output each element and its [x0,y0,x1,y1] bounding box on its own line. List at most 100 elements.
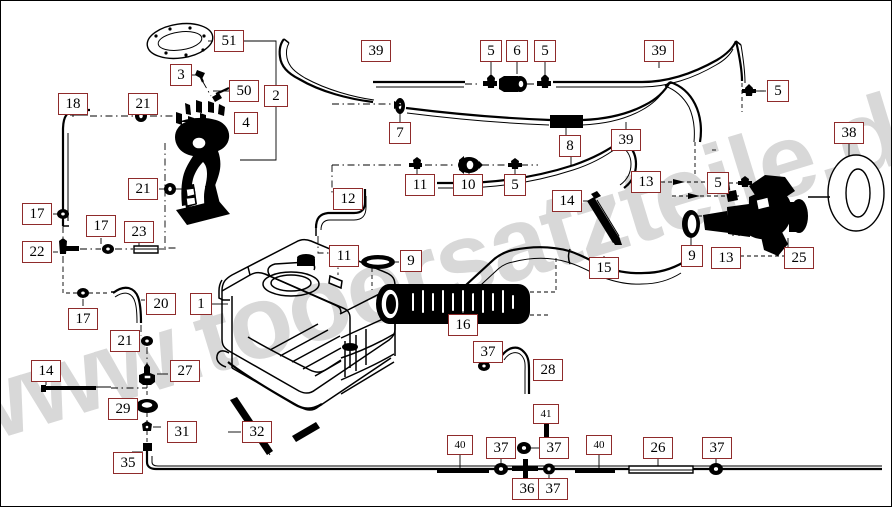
part-17-grommet-c [77,288,89,298]
callout-51[interactable]: 51 [214,30,244,52]
callout-16[interactable]: 16 [448,314,478,336]
part-27-mount [139,363,155,385]
callout-14[interactable]: 14 [552,190,582,212]
callout-21[interactable]: 21 [110,330,140,352]
callout-18[interactable]: 18 [58,93,88,115]
callout-29[interactable]: 29 [108,398,138,420]
part-6-connector [499,76,527,92]
callout-31[interactable]: 31 [167,421,197,443]
callout-37[interactable]: 37 [473,341,503,363]
part-14-bolt-right [587,191,622,245]
callout-37[interactable]: 37 [538,478,568,500]
callout-4[interactable]: 4 [234,112,258,134]
part-25-filler-neck [703,172,808,256]
part-39-hose-top [278,38,465,104]
part-21-grommet-b [164,183,176,195]
part-38-seal-ring [827,154,885,232]
callout-2[interactable]: 2 [264,85,288,107]
part-26-plate [628,465,694,474]
callout-13[interactable]: 13 [711,247,741,269]
callout-50[interactable]: 50 [229,80,259,102]
part-29-seal [136,399,158,413]
callout-40[interactable]: 40 [447,435,473,455]
callout-40[interactable]: 40 [586,435,612,455]
part-5-clip-a [483,74,497,88]
callout-12[interactable]: 12 [333,188,363,210]
callout-8[interactable]: 8 [559,135,581,157]
part-37-washer-b [494,463,508,475]
callout-11[interactable]: 11 [329,245,359,267]
callout-17[interactable]: 17 [22,203,52,225]
part-37-washer-d [709,463,723,475]
callout-23[interactable]: 23 [124,221,154,243]
callout-13[interactable]: 13 [631,171,661,193]
callout-22[interactable]: 22 [22,241,52,263]
part-14-bolt-left [41,385,111,392]
callout-28[interactable]: 28 [533,359,563,381]
callout-21[interactable]: 21 [128,178,158,200]
part-37-washer-a [478,361,490,371]
fuel-line-assembly-upper-mid [331,164,538,196]
callout-37[interactable]: 37 [486,437,516,459]
callout-5[interactable]: 5 [767,80,789,102]
callout-9[interactable]: 9 [400,250,422,272]
callout-35[interactable]: 35 [113,452,143,474]
callout-15[interactable]: 15 [589,257,619,279]
part-16-corrugated-hose [376,284,530,324]
part-18-hose [61,108,90,227]
part-35-fitting [143,443,882,471]
callout-11[interactable]: 11 [405,174,435,196]
callout-5[interactable]: 5 [534,40,556,62]
part-36-fastener [512,459,538,478]
callout-5[interactable]: 5 [480,40,502,62]
part-40-shaft-left [437,469,489,473]
part-5-clip-b [537,74,551,88]
callout-39[interactable]: 39 [361,40,391,62]
callout-32[interactable]: 32 [242,421,272,443]
part-5-clip-c [742,84,756,96]
part-9-oring-b [682,210,700,238]
callout-17[interactable]: 17 [86,215,116,237]
part-8-hose-assembly [405,80,703,143]
callout-3[interactable]: 3 [170,64,192,86]
callout-36[interactable]: 36 [512,478,542,500]
part-11-clip-b [409,157,422,169]
callout-21[interactable]: 21 [128,93,158,115]
part-21-grommet-c [141,336,153,346]
callout-20[interactable]: 20 [146,293,176,315]
part-23-pipe [133,245,159,254]
callout-37[interactable]: 37 [539,437,569,459]
part-3-clip [195,70,230,102]
callout-41[interactable]: 41 [533,404,559,424]
callout-10[interactable]: 10 [453,174,483,196]
part-37-washer-c [517,442,531,454]
part-31-nut [142,421,152,431]
callout-6[interactable]: 6 [506,40,528,62]
callout-1[interactable]: 1 [190,293,212,315]
callout-5[interactable]: 5 [504,174,526,196]
part-7-clip [394,98,405,114]
callout-37[interactable]: 37 [702,437,732,459]
part-40-shaft-right [575,469,615,473]
callout-39[interactable]: 39 [611,129,641,151]
callout-17[interactable]: 17 [68,308,98,330]
part-17-grommet-b [102,244,114,254]
part-10-filter [458,156,483,174]
part-39-hose-top-right [553,40,746,88]
callout-7[interactable]: 7 [389,122,411,144]
part-20-hose [111,286,143,324]
callout-39[interactable]: 39 [644,40,674,62]
callout-14[interactable]: 14 [31,360,61,382]
callout-25[interactable]: 25 [784,247,814,269]
callout-5[interactable]: 5 [707,172,729,194]
part-51-gasket [146,22,214,60]
part-37-washer-e [543,463,555,475]
part-2-fuel-pump-module [175,100,230,225]
callout-38[interactable]: 38 [834,122,864,144]
callout-9[interactable]: 9 [681,245,703,267]
callout-27[interactable]: 27 [170,360,200,382]
part-5-clip-e [508,158,522,169]
callout-26[interactable]: 26 [643,437,673,459]
